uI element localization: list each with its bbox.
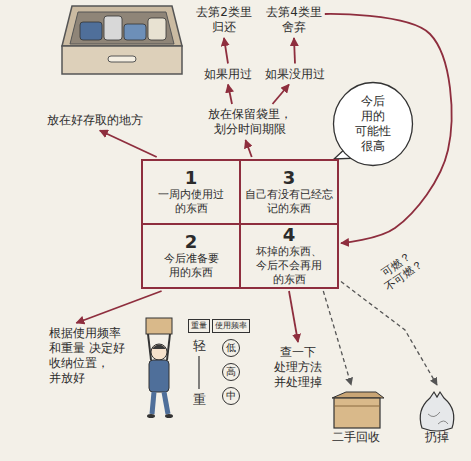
trash-bag-illustration — [420, 392, 454, 431]
category-number: 2 — [185, 232, 198, 252]
flow-arrow — [289, 291, 298, 342]
speech-bubble: 今后 用的 可能性 很高 — [332, 81, 414, 167]
node-text: 归还 — [196, 20, 252, 35]
node-text: 根据使用频率 和重量 决定好 收纳位置， 并放好 — [49, 326, 127, 386]
weight-level: 轻 — [193, 338, 206, 354]
condition-note: 如果用过 — [204, 67, 252, 82]
node-text: 扔掉 — [425, 430, 449, 445]
category-cell: 4坏掉的东西、 今后不会再用 的东西 — [240, 224, 338, 288]
category-number: 3 — [283, 168, 296, 188]
recycle-node: 二手回收 — [332, 388, 380, 445]
node-text: 如果没用过 — [265, 67, 325, 82]
flow-arrow — [273, 85, 290, 105]
frequency-level: 低 — [222, 339, 240, 357]
action-note: 查一下 处理方法 并处理掉 — [271, 345, 325, 390]
frequency-level: 高 — [222, 363, 240, 381]
dashed-arrow — [323, 291, 351, 385]
flow-arrow — [100, 131, 157, 158]
node-text: 放在好存取的地方 — [47, 113, 143, 128]
node-text: 二手回收 — [332, 430, 380, 445]
trash-node: 扔掉 — [425, 388, 449, 445]
flow-arrow — [246, 140, 252, 157]
node-text: 去第4类里 — [266, 5, 322, 20]
burnable-question: 可燃？ 不可燃？ — [372, 245, 428, 295]
frequency-level: 中 — [222, 387, 240, 405]
grid-frame — [142, 160, 338, 288]
node-text: 舍弃 — [266, 20, 322, 35]
category-text: 坏掉的东西、 今后不会再用 的东西 — [244, 245, 334, 286]
action-note: 去第4类里舍弃 — [266, 5, 322, 35]
flow-arrow — [325, 14, 452, 243]
dashed-arrow — [341, 282, 437, 385]
action-note: 去第2类里归还 — [196, 5, 252, 35]
category-cell: 1一周内使用过 的东西 — [142, 160, 240, 224]
table-header: 重量 — [188, 319, 210, 333]
category-cell: 3自己有没有已经忘 记的东西 — [240, 160, 338, 224]
weight-level: 重 — [193, 392, 206, 408]
category-number: 4 — [283, 225, 296, 245]
drawer-illustration — [62, 6, 182, 74]
flow-arrow — [294, 38, 295, 64]
category-cell: 2今后准备要 用的东西 — [142, 224, 240, 288]
bubble-ellipse — [334, 83, 413, 166]
category-number: 1 — [185, 168, 198, 188]
flow-arrow — [228, 85, 232, 105]
node-text: 放在保留袋里， 划分时间期限 — [205, 107, 295, 137]
condition-note: 如果没用过 — [265, 67, 325, 82]
node-text: 今后 用的 可能性 很高 — [353, 94, 393, 154]
scale-line — [198, 356, 199, 389]
category-text: 今后准备要 用的东西 — [146, 252, 236, 280]
person-illustration — [146, 318, 173, 418]
action-note: 放在保留袋里， 划分时间期限 — [205, 107, 295, 137]
action-note: 根据使用频率 和重量 决定好 收纳位置， 并放好 — [49, 326, 127, 386]
action-note: 放在好存取的地方 — [47, 113, 143, 128]
node-text: 查一下 处理方法 并处理掉 — [271, 345, 325, 390]
node-text: 如果用过 — [204, 67, 252, 82]
flow-arrow — [224, 38, 228, 64]
table-header: 使用频率 — [212, 319, 250, 333]
category-text: 自己有没有已经忘 记的东西 — [244, 188, 334, 216]
category-text: 一周内使用过 的东西 — [146, 188, 236, 216]
node-text: 去第2类里 — [196, 5, 252, 20]
flow-arrow — [76, 291, 161, 323]
recycle-box-illustration — [332, 392, 384, 428]
